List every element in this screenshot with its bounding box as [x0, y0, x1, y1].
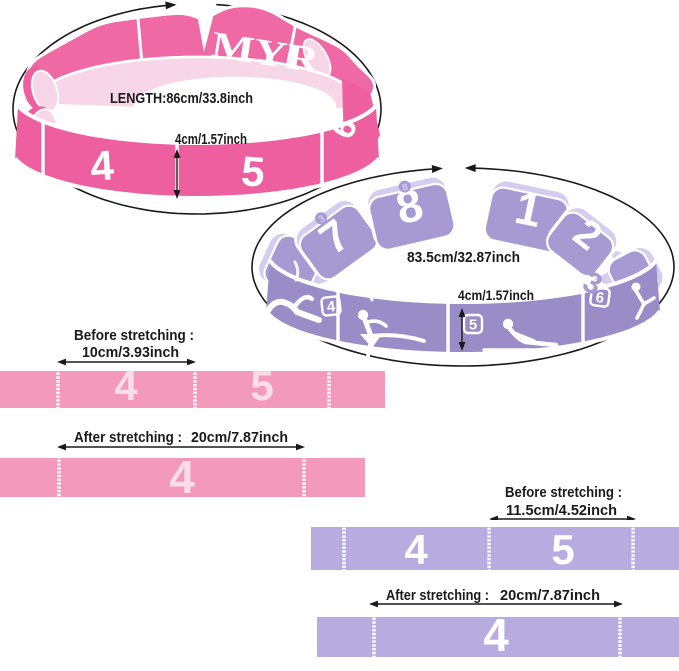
svg-text:4cm/1.57inch: 4cm/1.57inch [175, 131, 247, 148]
svg-text:5: 5 [250, 362, 273, 409]
svg-text:4: 4 [483, 609, 509, 661]
svg-text:After stretching :: After stretching : [386, 587, 489, 604]
svg-text:4: 4 [169, 451, 195, 503]
svg-text:4: 4 [89, 141, 116, 190]
svg-text:3: 3 [316, 213, 327, 225]
svg-text:4cm/1.57inch: 4cm/1.57inch [458, 287, 534, 303]
svg-text:LENGTH:86cm/33.8inch: LENGTH:86cm/33.8inch [110, 90, 253, 107]
svg-text:4: 4 [326, 298, 337, 316]
svg-text:5: 5 [469, 317, 477, 334]
svg-text:83.5cm/32.87inch: 83.5cm/32.87inch [407, 249, 520, 266]
svg-text:5: 5 [551, 526, 574, 573]
svg-text:Before stretching :: Before stretching : [505, 484, 622, 501]
svg-text:4: 4 [404, 526, 428, 573]
svg-text:5: 5 [240, 147, 267, 196]
svg-text:Before stretching :: Before stretching : [74, 327, 194, 344]
svg-text:10cm/3.93inch: 10cm/3.93inch [82, 344, 179, 361]
svg-text:11.5cm/4.52inch: 11.5cm/4.52inch [506, 502, 617, 519]
svg-text:20cm/7.87inch: 20cm/7.87inch [191, 429, 288, 446]
svg-text:After stretching :: After stretching : [74, 429, 182, 446]
svg-text:4: 4 [114, 362, 138, 409]
svg-text:8: 8 [401, 182, 409, 194]
svg-text:6: 6 [595, 289, 606, 307]
svg-text:20cm/7.87inch: 20cm/7.87inch [500, 587, 600, 604]
